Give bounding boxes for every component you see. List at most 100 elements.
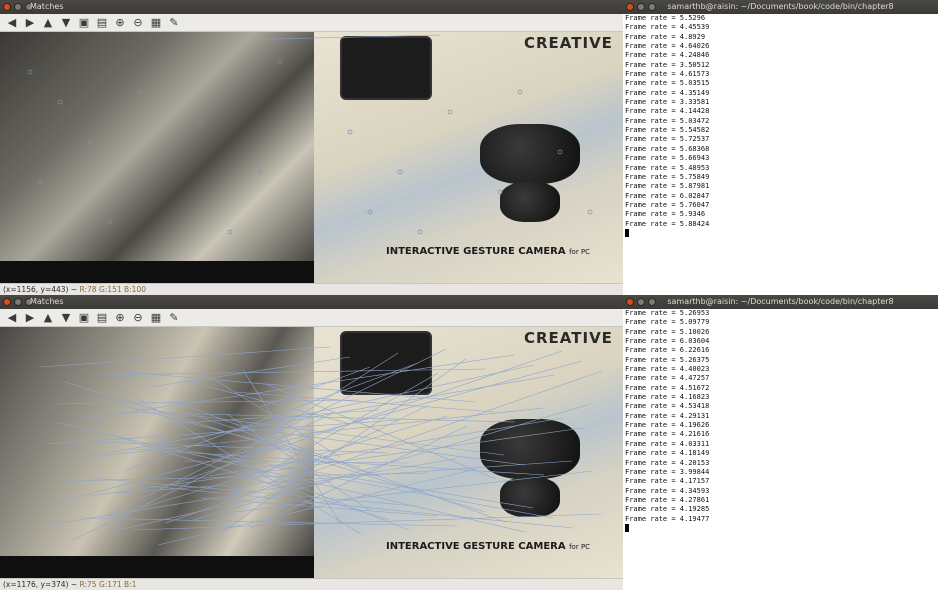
close-button[interactable] — [626, 3, 634, 11]
match-line — [105, 480, 333, 534]
terminal-line: Frame rate = 4.16823 — [625, 393, 710, 402]
properties-icon[interactable]: ✎ — [169, 16, 179, 29]
product-tagline: INTERACTIVE GESTURE CAMERA for PC — [386, 246, 591, 257]
image-canvas[interactable]: CREATIVE INTERACTIVE GESTURE CAMERA for … — [0, 32, 623, 283]
arrow-down-icon[interactable]: ▼ — [61, 16, 71, 29]
scene-image: CREATIVE INTERACTIVE GESTURE CAMERA for … — [314, 32, 623, 283]
match-line — [192, 403, 592, 521]
terminal-line: Frame rate = 5.26953 — [625, 309, 710, 317]
terminal-cursor — [625, 523, 629, 532]
match-line — [64, 381, 486, 513]
titlebar[interactable]: samarthb@raisin: ~/Documents/book/code/b… — [623, 0, 938, 14]
maximize-button[interactable] — [25, 3, 33, 11]
terminal-line: Frame rate = 4.14428 — [625, 107, 710, 116]
zoom-in-icon[interactable]: ⊕ — [115, 311, 125, 324]
terminal-line: Frame rate = 6.03604 — [625, 337, 710, 346]
terminal-line: Frame rate = 4.51672 — [625, 383, 710, 392]
image-icon[interactable]: ▤ — [96, 311, 108, 324]
match-line — [267, 384, 497, 480]
minimize-button[interactable] — [14, 3, 22, 11]
toolbar: ◀ ▶ ▲ ▼ ▣ ▤ ⊕ ⊖ ▦ ✎ — [0, 14, 623, 32]
terminal-line: Frame rate = 4.03311 — [625, 439, 710, 448]
minimize-button[interactable] — [637, 3, 645, 11]
match-line — [208, 417, 564, 477]
match-line — [132, 513, 602, 531]
pixel-rgb: R:78 G:151 B:100 — [79, 285, 146, 294]
match-line — [122, 389, 362, 535]
zoom-in-icon[interactable]: ⊕ — [115, 16, 125, 29]
match-line — [46, 419, 400, 445]
terminal-line: Frame rate = 5.5296 — [625, 14, 706, 22]
arrow-left-icon[interactable]: ◀ — [7, 311, 17, 324]
terminal-line: Frame rate = 4.53418 — [625, 402, 710, 411]
titlebar[interactable]: samarthb@raisin: ~/Documents/book/code/b… — [623, 295, 938, 309]
save-icon[interactable]: ▦ — [150, 311, 162, 324]
save-icon[interactable]: ▦ — [150, 16, 162, 29]
terminal-line: Frame rate = 5.54582 — [625, 126, 710, 135]
terminal-line: Frame rate = 4.27861 — [625, 495, 710, 504]
match-line — [243, 352, 399, 452]
terminal-line: Frame rate = 5.88424 — [625, 219, 710, 228]
match-line — [97, 368, 487, 376]
matches-window-top: Matches ◀ ▶ ▲ ▼ ▣ ▤ ⊕ ⊖ ▦ ✎ CREATIVE INT… — [0, 0, 623, 295]
image-icon[interactable]: ▤ — [96, 16, 108, 29]
terminal-line: Frame rate = 5.03472 — [625, 116, 710, 125]
image-canvas[interactable]: CREATIVE INTERACTIVE GESTURE CAMERA for … — [0, 327, 623, 578]
match-line — [39, 346, 331, 368]
match-line — [225, 470, 593, 514]
arrow-left-icon[interactable]: ◀ — [7, 16, 17, 29]
close-button[interactable] — [3, 298, 11, 306]
match-line — [98, 407, 544, 457]
zoom-out-icon[interactable]: ⊖ — [133, 311, 143, 324]
properties-icon[interactable]: ✎ — [169, 311, 179, 324]
zoom-out-icon[interactable]: ⊖ — [133, 16, 143, 29]
maximize-button[interactable] — [648, 3, 656, 11]
terminal-line: Frame rate = 4.19477 — [625, 514, 710, 523]
terminal-line: Frame rate = 5.09779 — [625, 318, 710, 327]
terminal-line: Frame rate = 4.35149 — [625, 88, 710, 97]
terminal-line: Frame rate = 4.8929 — [625, 32, 706, 41]
match-line — [191, 364, 535, 440]
minimize-button[interactable] — [14, 298, 22, 306]
image-icon[interactable]: ▣ — [78, 311, 90, 324]
match-line — [56, 399, 360, 405]
match-line — [63, 472, 429, 482]
titlebar[interactable]: Matches — [0, 295, 623, 309]
maximize-button[interactable] — [25, 298, 33, 306]
camera-device — [340, 36, 432, 100]
terminal-line: Frame rate = 3.50512 — [625, 60, 710, 69]
terminal-line: Frame rate = 3.99844 — [625, 467, 710, 476]
maximize-button[interactable] — [648, 298, 656, 306]
close-button[interactable] — [626, 298, 634, 306]
terminal-title: samarthb@raisin: ~/Documents/book/code/b… — [667, 2, 894, 11]
match-line — [199, 416, 381, 478]
product-tagline: INTERACTIVE GESTURE CAMERA for PC — [386, 541, 591, 552]
match-line — [72, 413, 332, 541]
query-image — [0, 327, 314, 578]
arrow-down-icon[interactable]: ▼ — [61, 311, 71, 324]
close-button[interactable] — [3, 3, 11, 11]
status-bar: (x=1156, y=443) ~ R:78 G:151 B:100 — [0, 283, 623, 295]
match-line — [81, 354, 515, 420]
minimize-button[interactable] — [637, 298, 645, 306]
match-line — [73, 440, 389, 454]
terminal-line: Frame rate = 4.18149 — [625, 449, 710, 458]
match-line — [80, 517, 458, 527]
camera-device — [340, 331, 432, 395]
arrow-up-icon[interactable]: ▲ — [43, 16, 53, 29]
terminal-line: Frame rate = 4.47257 — [625, 374, 710, 383]
image-padding — [0, 261, 314, 283]
arrow-right-icon[interactable]: ▶ — [25, 16, 35, 29]
status-bar: (x=1176, y=374) ~ R:75 G:171 B:1 — [0, 578, 623, 590]
terminal-line: Frame rate = 5.48953 — [625, 163, 710, 172]
keypoint-overlay — [27, 34, 593, 235]
terminal-line: Frame rate = 4.20153 — [625, 458, 710, 467]
arrow-up-icon[interactable]: ▲ — [43, 311, 53, 324]
titlebar[interactable]: Matches — [0, 0, 623, 14]
match-line — [217, 358, 467, 536]
terminal-line: Frame rate = 5.72537 — [625, 135, 710, 144]
image-icon[interactable]: ▣ — [78, 16, 90, 29]
arrow-right-icon[interactable]: ▶ — [25, 311, 35, 324]
